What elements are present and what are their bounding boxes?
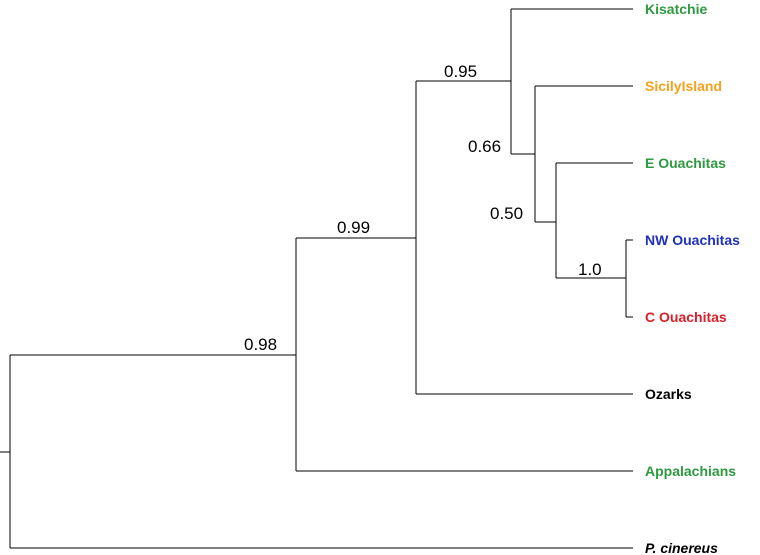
taxon-label-appalachians: Appalachians bbox=[645, 463, 736, 479]
taxon-label-ozarks: Ozarks bbox=[645, 386, 692, 402]
support-value-10: 1.0 bbox=[578, 260, 602, 279]
taxon-label-c-ouachitas: C Ouachitas bbox=[645, 309, 727, 325]
taxon-label-sicilyisland: SicilyIsland bbox=[645, 78, 722, 94]
taxon-label-e-ouachitas: E Ouachitas bbox=[645, 155, 726, 171]
support-value-066: 0.66 bbox=[468, 137, 501, 156]
taxon-label-nw-ouachitas: NW Ouachitas bbox=[645, 232, 740, 248]
support-value-099: 0.99 bbox=[337, 218, 370, 237]
support-value-098: 0.98 bbox=[244, 335, 277, 354]
support-value-050: 0.50 bbox=[490, 204, 523, 223]
taxon-label-kisatchie: Kisatchie bbox=[645, 1, 707, 17]
taxon-label-p-cinereus: P. cinereus bbox=[645, 540, 718, 555]
support-value-095: 0.95 bbox=[444, 62, 477, 81]
